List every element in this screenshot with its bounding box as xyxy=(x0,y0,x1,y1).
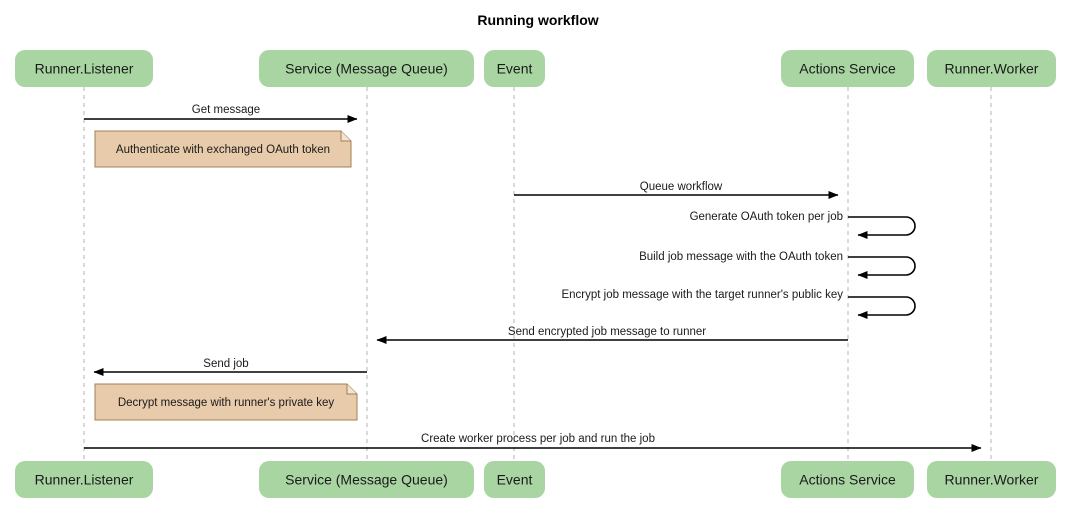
lifelines-layer xyxy=(83,87,992,461)
participant-runner-worker-bottom[interactable]: Runner.Worker xyxy=(927,461,1056,498)
participant-label: Runner.Listener xyxy=(35,61,134,77)
note-fold-corner xyxy=(340,131,351,142)
message-label: Create worker process per job and run th… xyxy=(421,433,655,445)
participant-box xyxy=(259,50,474,87)
participant-runner-listener-bottom[interactable]: Runner.Listener xyxy=(15,461,153,498)
note-decrypt-note: Decrypt message with runner's private ke… xyxy=(94,383,358,421)
participant-label: Event xyxy=(497,61,533,77)
message-create-worker-process[interactable]: Create worker process per job and run th… xyxy=(84,433,982,452)
participant-runner-worker-top[interactable]: Runner.Worker xyxy=(927,50,1056,87)
participant-box xyxy=(927,50,1056,87)
message-label: Send encrypted job message to runner xyxy=(508,326,706,338)
message-queue-workflow[interactable]: Queue workflow xyxy=(514,181,839,199)
notes-layer: Authenticate with exchanged OAuth tokenD… xyxy=(94,130,358,421)
participant-label: Runner.Worker xyxy=(945,472,1039,488)
note-fold-corner xyxy=(346,384,357,395)
participant-box xyxy=(484,461,545,498)
message-generate-oauth-token-per-job[interactable]: Generate OAuth token per job xyxy=(690,211,916,239)
self-call-path xyxy=(848,296,916,319)
message-label: Send job xyxy=(203,358,248,370)
message-get-message[interactable]: Get message xyxy=(84,104,358,123)
note-body xyxy=(94,130,352,168)
participant-label: Actions Service xyxy=(799,472,896,488)
message-send-encrypted-job-message[interactable]: Send encrypted job message to runner xyxy=(376,326,848,344)
message-label: Encrypt job message with the target runn… xyxy=(561,289,843,301)
page-title: Running workflow xyxy=(477,12,598,28)
note-label: Authenticate with exchanged OAuth token xyxy=(116,144,330,156)
participant-box xyxy=(484,50,545,87)
participant-box xyxy=(15,461,153,498)
participant-box xyxy=(781,461,914,498)
participant-label: Runner.Listener xyxy=(35,472,134,488)
message-label: Queue workflow xyxy=(640,181,723,193)
participant-box xyxy=(15,50,153,87)
participant-box xyxy=(259,461,474,498)
message-label: Generate OAuth token per job xyxy=(690,211,843,223)
message-label: Get message xyxy=(192,104,260,116)
participant-box xyxy=(781,50,914,87)
participant-box xyxy=(927,461,1056,498)
participant-event-bottom[interactable]: Event xyxy=(484,461,545,498)
participant-service-message-queue-top[interactable]: Service (Message Queue) xyxy=(259,50,474,87)
participant-actions-service-bottom[interactable]: Actions Service xyxy=(781,461,914,498)
note-authenticate-note: Authenticate with exchanged OAuth token xyxy=(94,130,352,168)
participant-event-top[interactable]: Event xyxy=(484,50,545,87)
note-label: Decrypt message with runner's private ke… xyxy=(118,397,335,409)
message-build-job-message[interactable]: Build job message with the OAuth token xyxy=(639,251,916,279)
self-call-path xyxy=(848,216,916,239)
participant-label: Actions Service xyxy=(799,61,896,77)
participant-label: Runner.Worker xyxy=(945,61,1039,77)
participant-label: Event xyxy=(497,472,533,488)
message-encrypt-job-message[interactable]: Encrypt job message with the target runn… xyxy=(561,289,916,319)
participant-label: Service (Message Queue) xyxy=(285,472,448,488)
message-send-job[interactable]: Send job xyxy=(93,358,367,376)
message-label: Build job message with the OAuth token xyxy=(639,251,843,263)
note-body xyxy=(94,383,358,421)
participant-service-message-queue-bottom[interactable]: Service (Message Queue) xyxy=(259,461,474,498)
self-call-path xyxy=(848,256,916,279)
participant-actions-service-top[interactable]: Actions Service xyxy=(781,50,914,87)
participant-label: Service (Message Queue) xyxy=(285,61,448,77)
participant-runner-listener-top[interactable]: Runner.Listener xyxy=(15,50,153,87)
